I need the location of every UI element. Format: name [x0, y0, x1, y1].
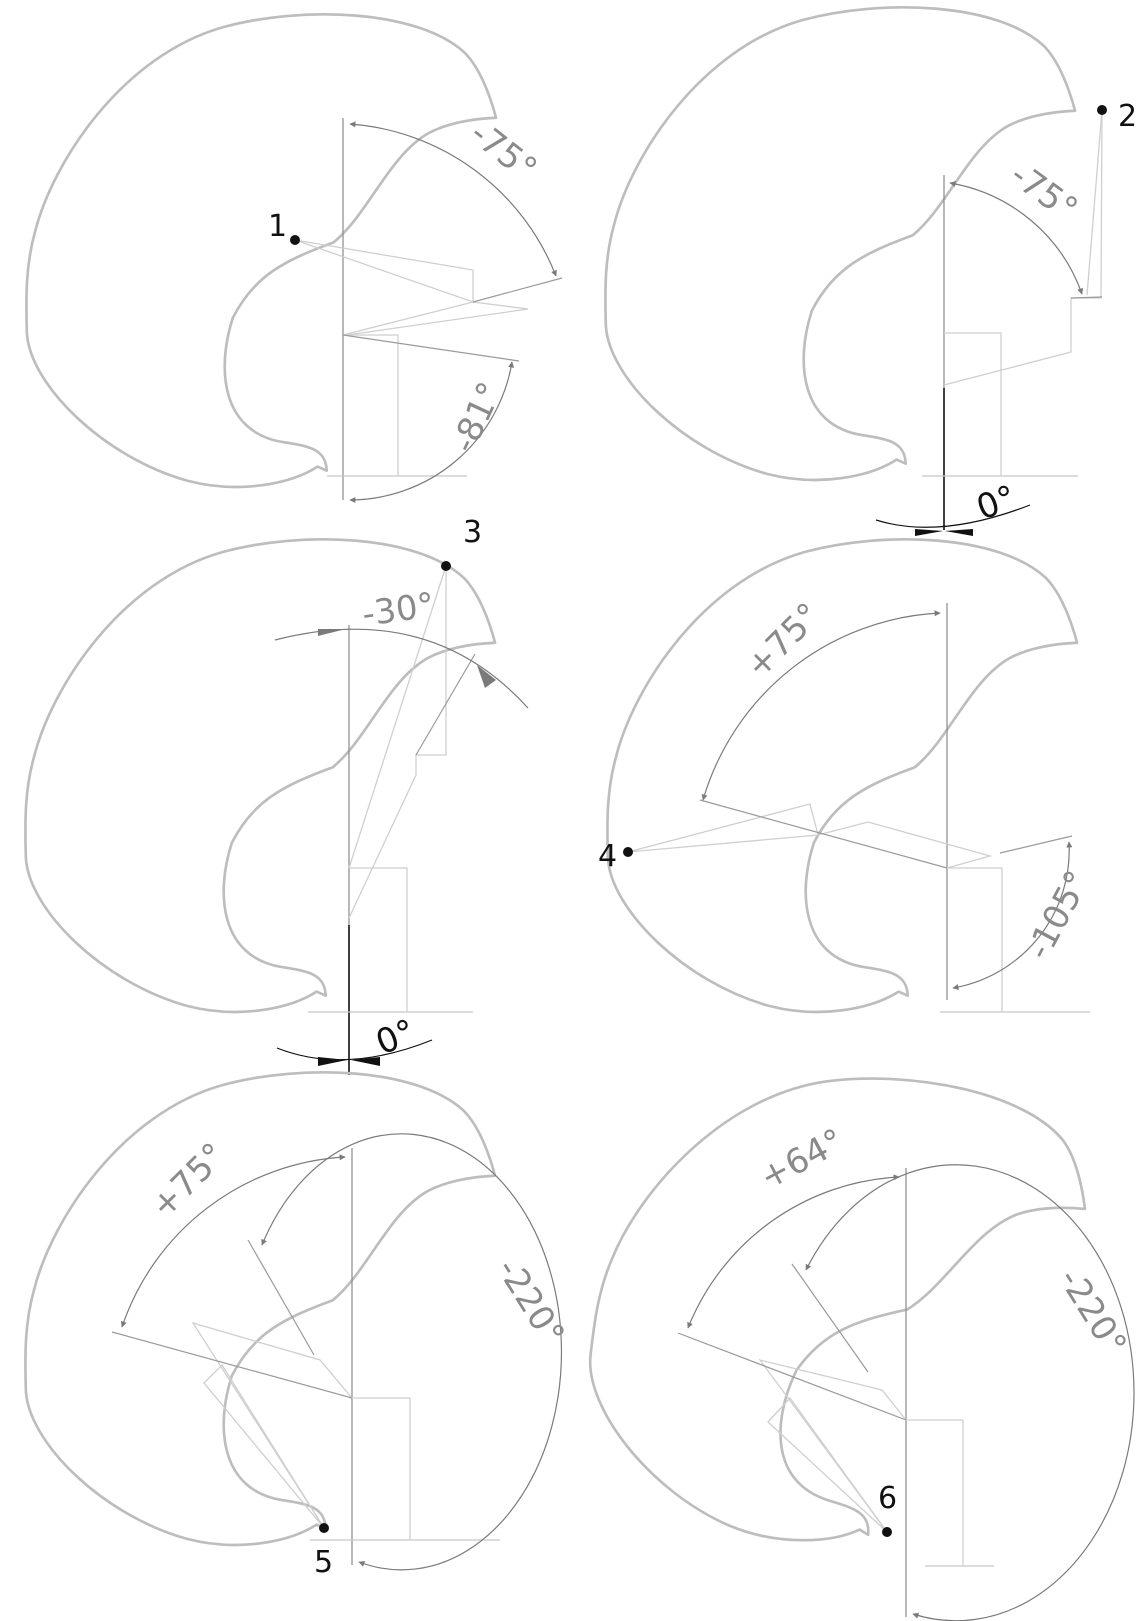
angle-arc-1 [349, 121, 557, 277]
reference-line [247, 1239, 315, 1356]
reference-line [111, 1331, 353, 1399]
linkage-rod [352, 1397, 411, 1540]
cam-outline [606, 538, 1079, 1014]
panel-1: -75° -81° 1 [25, 13, 563, 503]
angle-arc-2 [952, 841, 1073, 991]
point-label: 6 [878, 1481, 897, 1516]
angle-label-1: +75° [143, 1135, 234, 1226]
reference-line [677, 1332, 907, 1421]
linkage-rod [944, 332, 1002, 476]
angle-label-2: -105° [1019, 864, 1099, 966]
panel-4: +75° -105° 4 [598, 538, 1099, 1014]
point-marker [319, 1523, 329, 1533]
reference-line [342, 334, 520, 362]
linkage-arm [294, 239, 474, 303]
angle-arc-2 [349, 361, 515, 503]
zero-arrow-right [351, 1057, 380, 1066]
point-label: 4 [598, 839, 617, 874]
panel-5: +75° -220° 5 [24, 1071, 572, 1580]
arc-arrow [477, 665, 496, 688]
angle-label-1: -75° [1003, 155, 1085, 230]
zero-arc [276, 1039, 433, 1061]
point-label: 1 [268, 209, 287, 244]
panel-6: +64° -220° 6 [567, 1039, 1135, 1621]
panel-2: -75° 0° 2 [604, 6, 1137, 536]
linkage-rod [906, 1419, 964, 1566]
point-marker [1097, 105, 1107, 115]
angle-label-1: +64° [753, 1121, 850, 1198]
reference-line [472, 277, 563, 303]
linkage-arm [627, 803, 819, 853]
cam-outline [604, 6, 1077, 482]
cam-outline [25, 13, 498, 489]
cam-outline [567, 1039, 1101, 1576]
point-label: 3 [463, 515, 482, 550]
linkage-arm-2 [203, 1363, 325, 1529]
zero-arrow-right [945, 529, 973, 536]
angle-arc-1 [687, 1174, 900, 1329]
zero-arc [875, 504, 1031, 528]
angle-label-2: -81° [444, 376, 511, 459]
reference-line [791, 1263, 869, 1373]
cam-outline [24, 1071, 497, 1547]
angle-label-2: -220° [1050, 1262, 1134, 1363]
angle-arc-2 [805, 1164, 1135, 1621]
reference-line [1070, 296, 1103, 299]
angle-label-1: +75° [738, 595, 829, 686]
panel-3: -30° 0° 3 [24, 515, 529, 1075]
angle-label-1: -75° [462, 114, 544, 190]
linkage-rod [343, 334, 399, 476]
point-marker [441, 561, 451, 571]
linkage-arm-2 [342, 301, 529, 336]
angle-arc-1 [701, 610, 941, 801]
point-label: 5 [314, 1545, 333, 1580]
angle-label-1: -30° [360, 585, 437, 635]
linkage-arm-2 [348, 565, 447, 869]
point-label: 2 [1118, 99, 1137, 134]
linkage-arm-2 [817, 821, 993, 869]
reference-line [699, 799, 948, 869]
angle-arc-1 [949, 180, 1084, 295]
point-marker [623, 847, 633, 857]
point-marker [290, 235, 300, 245]
angle-arc-1 [274, 628, 529, 709]
linkage-arm [943, 109, 1103, 386]
linkage-arm-2 [1086, 109, 1103, 296]
reference-line [999, 835, 1073, 854]
linkage-rod [349, 867, 408, 1012]
angle-arc-2 [261, 1133, 563, 1571]
point-marker [882, 1527, 892, 1537]
arc-arrow [318, 629, 346, 636]
zero-arrow-left [915, 529, 943, 536]
linkage-rod [947, 867, 1003, 1012]
angle-label-2: -220° [488, 1252, 572, 1353]
zero-arrow-left [318, 1057, 347, 1066]
reference-line [415, 653, 476, 756]
angle-arc-1 [120, 1154, 346, 1328]
